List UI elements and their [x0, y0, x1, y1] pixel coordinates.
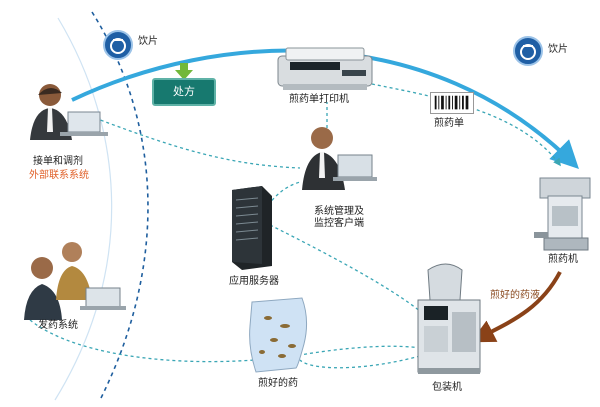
- decoction-sheet-label: 煎药单: [434, 118, 464, 129]
- herb-label-right: 饮片: [548, 44, 568, 55]
- link-server-to-monitor: [267, 181, 301, 206]
- decoction-machine-label: 煎药机: [548, 254, 578, 265]
- zone-boundary-dashed: [91, 11, 149, 401]
- external-system-label: 外部联系系统: [29, 170, 89, 181]
- down-arrow-icon: [175, 63, 193, 80]
- server-label: 应用服务器: [229, 276, 279, 287]
- dispense-label: 发药系统: [38, 320, 78, 331]
- link-packager-to-medicine: [299, 355, 421, 369]
- medicine-bag-icon: [249, 297, 308, 373]
- packager-label: 包装机: [432, 382, 462, 393]
- printer-icon: [277, 47, 373, 90]
- printer-label: 煎药单打印机: [289, 94, 349, 105]
- herb-label-left: 饮片: [138, 36, 158, 47]
- monitor-client-label: 系统管理及 监控客户端: [314, 206, 364, 229]
- liquid-flow-arrow: [470, 271, 562, 343]
- liquid-label: 煎好的药液: [490, 290, 540, 301]
- dispense-staff-icon: [24, 242, 126, 320]
- zone-boundary-solid: [54, 17, 113, 401]
- barcode-icon: [430, 92, 474, 114]
- server-icon: [232, 186, 272, 270]
- decocted-medicine-label: 煎好的药: [258, 378, 298, 389]
- receive-label: 接单和调剂: [33, 156, 83, 167]
- link-receive-to-monitor: [94, 117, 301, 169]
- monitor-operator-icon: [302, 127, 377, 190]
- prescription-box: 处方: [152, 78, 216, 106]
- herb-scale-icon-right: [513, 36, 543, 66]
- herb-scale-icon-left: [103, 30, 133, 60]
- decoction-machine-icon: [534, 177, 591, 251]
- receive-operator-icon: [30, 84, 108, 140]
- packager-icon: [417, 263, 481, 374]
- link-dispense-to-packager: [29, 319, 421, 363]
